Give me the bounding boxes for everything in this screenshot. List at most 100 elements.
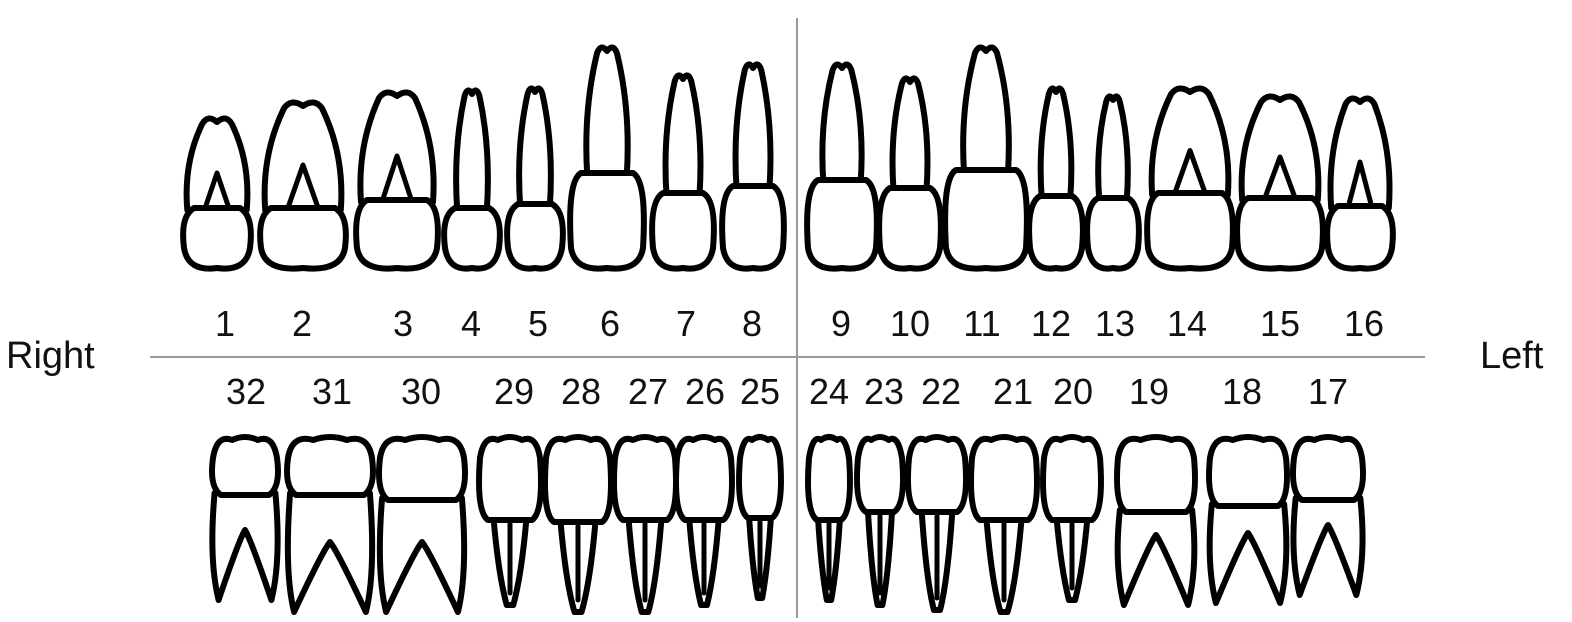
tooth-30-crown	[379, 437, 465, 500]
tooth-1	[183, 118, 251, 268]
tooth-14	[1147, 88, 1233, 268]
tooth-number-29: 29	[494, 371, 534, 412]
tooth-30	[379, 437, 465, 612]
tooth-18-root	[1210, 504, 1287, 603]
tooth-number-19: 19	[1129, 371, 1169, 412]
tooth-number-12: 12	[1031, 303, 1071, 344]
right-label: Right	[6, 335, 95, 377]
tooth-number-25: 25	[740, 371, 780, 412]
tooth-3-root	[360, 92, 433, 202]
tooth-32	[212, 437, 278, 600]
tooth-17-root	[1293, 498, 1362, 595]
tooth-number-31: 31	[312, 371, 352, 412]
tooth-5	[507, 88, 563, 268]
tooth-number-10: 10	[890, 303, 930, 344]
tooth-7-crown	[652, 193, 714, 269]
tooth-29	[479, 437, 541, 605]
tooth-1-root	[187, 118, 248, 210]
tooth-6	[570, 47, 644, 268]
tooth-8-crown	[722, 186, 784, 269]
tooth-16	[1327, 98, 1393, 268]
tooth-number-30: 30	[401, 371, 441, 412]
tooth-27-crown	[614, 437, 676, 520]
tooth-14-root	[1152, 88, 1229, 195]
tooth-11	[945, 47, 1027, 268]
tooth-25	[739, 437, 781, 598]
tooth-number-2: 2	[292, 303, 312, 344]
tooth-18-crown	[1209, 437, 1287, 506]
tooth-number-27: 27	[628, 371, 668, 412]
tooth-17-crown	[1293, 437, 1363, 500]
tooth-number-1: 1	[215, 303, 235, 344]
tooth-14-crown	[1147, 193, 1233, 269]
tooth-number-17: 17	[1308, 371, 1348, 412]
tooth-number-7: 7	[676, 303, 696, 344]
tooth-7	[652, 75, 714, 268]
tooth-13-root	[1098, 96, 1128, 200]
tooth-19	[1117, 437, 1195, 605]
tooth-15-crown	[1237, 198, 1323, 269]
tooth-number-22: 22	[921, 371, 961, 412]
tooth-26	[676, 437, 732, 605]
tooth-number-24: 24	[809, 371, 849, 412]
tooth-number-28: 28	[561, 371, 601, 412]
tooth-4-crown	[444, 208, 500, 269]
tooth-13	[1087, 96, 1139, 268]
tooth-16-crown	[1327, 206, 1393, 269]
tooth-17	[1293, 437, 1363, 595]
tooth-number-16: 16	[1344, 303, 1384, 344]
tooth-number-11: 11	[963, 303, 1000, 344]
tooth-2	[260, 102, 346, 268]
tooth-24	[808, 437, 850, 600]
tooth-12	[1029, 88, 1083, 268]
tooth-10-crown	[879, 188, 941, 269]
tooth-number-26: 26	[685, 371, 725, 412]
tooth-20	[1043, 437, 1101, 600]
tooth-number-32: 32	[226, 371, 266, 412]
tooth-number-5: 5	[528, 303, 548, 344]
tooth-3-crown	[356, 200, 438, 269]
tooth-31-root	[288, 493, 372, 612]
tooth-28-crown	[545, 437, 611, 522]
tooth-number-8: 8	[742, 303, 762, 344]
tooth-7-root	[666, 75, 701, 195]
tooth-25-crown	[739, 437, 781, 518]
tooth-15	[1237, 96, 1323, 268]
tooth-13-crown	[1087, 198, 1139, 269]
tooth-24-crown	[808, 437, 850, 520]
tooth-4-root	[456, 90, 488, 210]
tooth-32-root	[212, 493, 277, 600]
tooth-8	[722, 64, 784, 268]
tooth-11-crown	[945, 170, 1027, 269]
tooth-9-crown	[807, 180, 877, 269]
tooth-9-root	[822, 64, 861, 182]
tooth-16-root	[1330, 98, 1389, 208]
tooth-23	[857, 437, 903, 605]
tooth-19-root	[1118, 510, 1195, 605]
tooth-29-crown	[479, 437, 541, 520]
tooth-number-23: 23	[864, 371, 904, 412]
tooth-number-15: 15	[1260, 303, 1300, 344]
tooth-11-root	[963, 47, 1009, 172]
tooth-5-crown	[507, 204, 563, 269]
tooth-6-root	[586, 47, 627, 175]
left-label: Left	[1480, 335, 1544, 377]
tooth-21	[971, 437, 1037, 612]
tooth-number-13: 13	[1095, 303, 1135, 344]
tooth-27	[614, 437, 676, 612]
tooth-26-crown	[676, 437, 732, 520]
tooth-32-crown	[212, 437, 278, 495]
tooth-31-crown	[287, 437, 373, 495]
tooth-number-21: 21	[993, 371, 1033, 412]
tooth-15-root	[1242, 96, 1319, 200]
tooth-12-root	[1041, 88, 1072, 198]
tooth-18	[1209, 437, 1287, 603]
tooth-12-crown	[1029, 196, 1083, 269]
tooth-number-9: 9	[831, 303, 851, 344]
tooth-19-crown	[1117, 437, 1195, 512]
tooth-21-crown	[971, 437, 1037, 520]
tooth-22-crown	[908, 437, 966, 512]
